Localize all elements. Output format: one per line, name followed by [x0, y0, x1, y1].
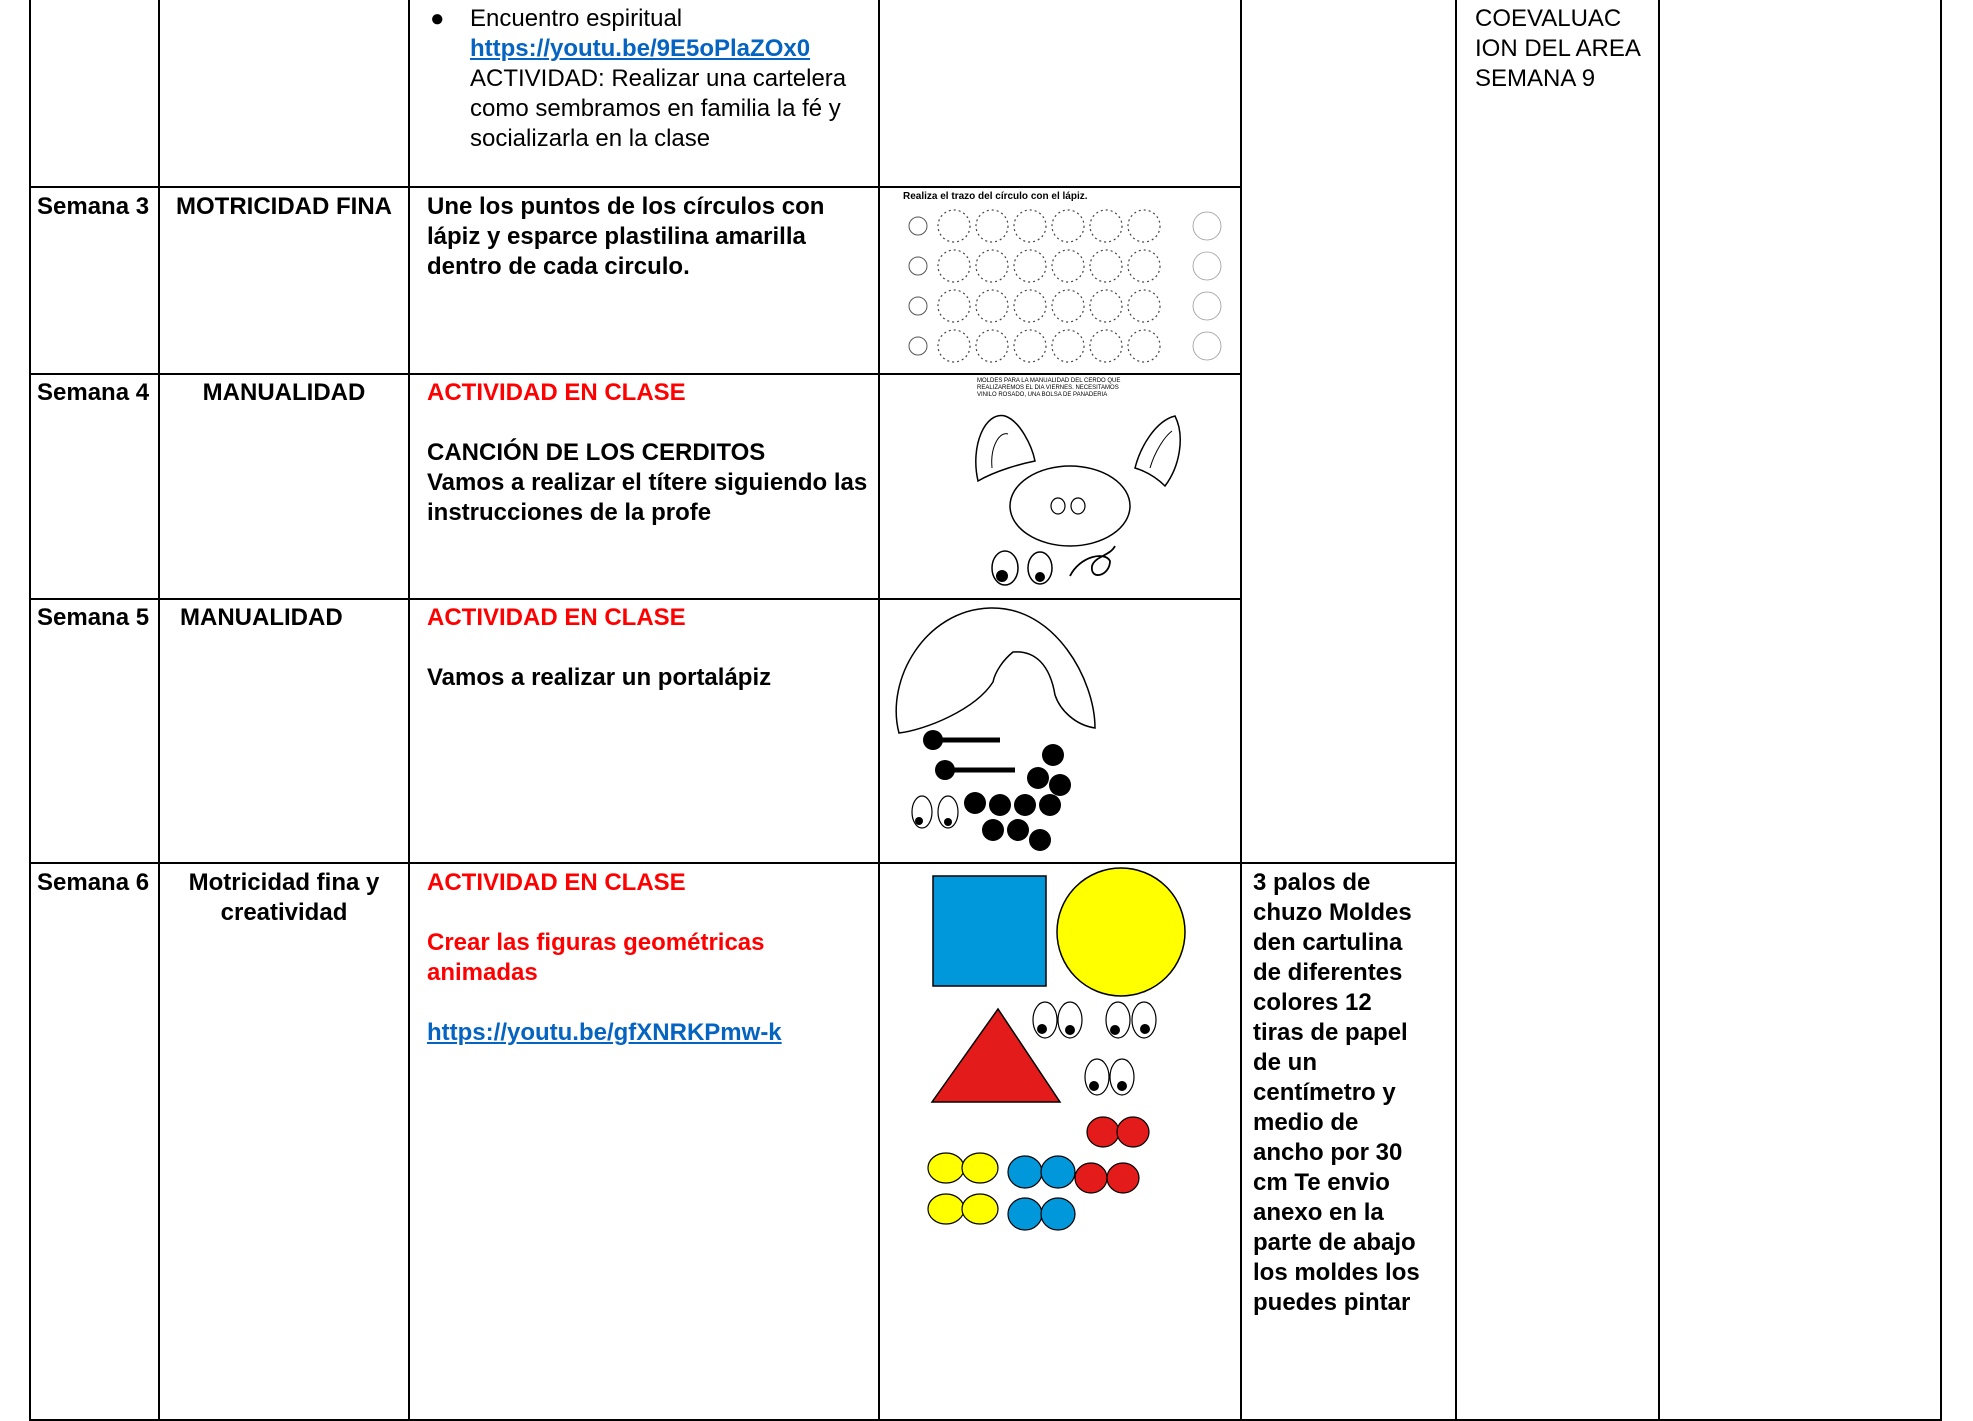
dotted-circle: [937, 329, 971, 363]
dotted-circle: [1013, 249, 1047, 283]
dotted-circle: [1013, 289, 1047, 323]
dotted-circle: [1089, 249, 1123, 283]
pencil-holder-drawing: [895, 607, 1096, 851]
worksheet-caption: Realiza el trazo del círculo con el lápi…: [903, 191, 1088, 202]
grid-line: [1240, 0, 1242, 1421]
dotted-circle: [937, 289, 971, 323]
dotted-circle: [1127, 249, 1161, 283]
area-label: MOTRICIDAD FINA: [176, 193, 392, 220]
dotted-circle: [975, 289, 1009, 323]
grid-line: [408, 0, 410, 1421]
dotted-circle: [937, 249, 971, 283]
worksheet-drawing: [908, 209, 1222, 363]
activity-cell: ACTIVIDAD EN CLASE Crear las figuras geo…: [427, 868, 872, 1048]
week-label: Semana 3: [37, 193, 150, 220]
template-caption: MOLDES PARA LA MANUALIDAD DEL CERDO QUE …: [977, 378, 1121, 398]
spider-icon: [908, 256, 928, 276]
spider-web-icon: [1192, 291, 1222, 321]
dotted-circle: [1127, 289, 1161, 323]
top-activity-cell: ● Encuentro espiritual https://youtu.be/…: [430, 4, 870, 154]
grid-line: [1658, 0, 1660, 1421]
activity-subheading: Crear las figuras geométricas animadas: [427, 929, 765, 986]
spider-web-icon: [1192, 331, 1222, 361]
dotted-circle: [1013, 209, 1047, 243]
dotted-circle: [1089, 209, 1123, 243]
dotted-circle: [975, 249, 1009, 283]
grid-line: [29, 0, 31, 1421]
activity-text: ACTIVIDAD: Realizar una cartelera como s…: [470, 65, 847, 152]
circle-tracing-worksheet: Realiza el trazo del círculo con el lápi…: [895, 188, 1230, 372]
video-link[interactable]: https://youtu.be/gfXNRKPmw-k: [427, 1019, 782, 1046]
grid-line: [878, 0, 880, 1421]
grid-line: [1455, 0, 1457, 1421]
spider-icon: [908, 216, 928, 236]
dotted-circle: [1051, 209, 1085, 243]
bullet-icon: ●: [430, 5, 445, 32]
shapes-drawing: [927, 867, 1186, 1231]
activity-description: Une los puntos de los círculos con lápiz…: [427, 193, 825, 280]
dotted-circle: [975, 209, 1009, 243]
dotted-circle: [1051, 329, 1085, 363]
spider-icon: [908, 336, 928, 356]
song-title: CANCIÓN DE LOS CERDITOS: [427, 439, 766, 466]
spider-web-icon: [1192, 251, 1222, 281]
grid-line: [29, 186, 1241, 188]
activity-cell: ACTIVIDAD EN CLASE Vamos a realizar un p…: [427, 603, 872, 693]
dotted-circle: [1051, 289, 1085, 323]
pig-puppet-template: MOLDES PARA LA MANUALIDAD DEL CERDO QUE …: [960, 376, 1230, 596]
area-label: MANUALIDAD: [180, 604, 343, 631]
dotted-circle: [1051, 249, 1085, 283]
grid-line: [29, 373, 1241, 375]
geometric-shapes-template: [910, 864, 1230, 1244]
dotted-circle: [1089, 289, 1123, 323]
dotted-circle: [937, 209, 971, 243]
week-label: Semana 5: [37, 604, 150, 631]
pencil-holder-template: [885, 600, 1230, 862]
week-label: Semana 4: [37, 379, 150, 406]
week-label: Semana 6: [37, 869, 150, 896]
dotted-circle: [975, 329, 1009, 363]
activity-heading: ACTIVIDAD EN CLASE: [427, 869, 686, 896]
materials-list: 3 palos de chuzo Moldes den cartulina de…: [1253, 869, 1420, 1316]
grid-line: [158, 0, 160, 1421]
grid-line: [29, 862, 1457, 864]
area-label: Motricidad fina y creatividad: [188, 869, 380, 926]
grid-line: [1940, 0, 1942, 1421]
activity-heading: ACTIVIDAD EN CLASE: [427, 604, 686, 631]
activity-heading: ACTIVIDAD EN CLASE: [427, 379, 686, 406]
area-label: MANUALIDAD: [202, 379, 366, 406]
dotted-circle: [1089, 329, 1123, 363]
activity-cell: ACTIVIDAD EN CLASE CANCIÓN DE LOS CERDIT…: [427, 378, 872, 528]
video-link[interactable]: https://youtu.be/9E5oPlaZOx0: [470, 35, 811, 62]
pig-drawing: [975, 414, 1181, 586]
grid-line: [29, 598, 1241, 600]
dotted-circle: [1013, 329, 1047, 363]
grid-line: [29, 1419, 1942, 1421]
dotted-circle: [1127, 209, 1161, 243]
spider-icon: [908, 296, 928, 316]
activity-description: Vamos a realizar el títere siguiendo las…: [427, 469, 868, 526]
spider-web-icon: [1192, 211, 1222, 241]
dotted-circle: [1127, 329, 1161, 363]
bullet-text: Encuentro espiritual: [470, 5, 683, 32]
activity-description: Vamos a realizar un portalápiz: [427, 664, 772, 691]
coevaluation-text: COEVALUAC ION DEL AREA SEMANA 9: [1475, 5, 1640, 92]
bullet-item: ● Encuentro espiritual: [430, 4, 870, 34]
